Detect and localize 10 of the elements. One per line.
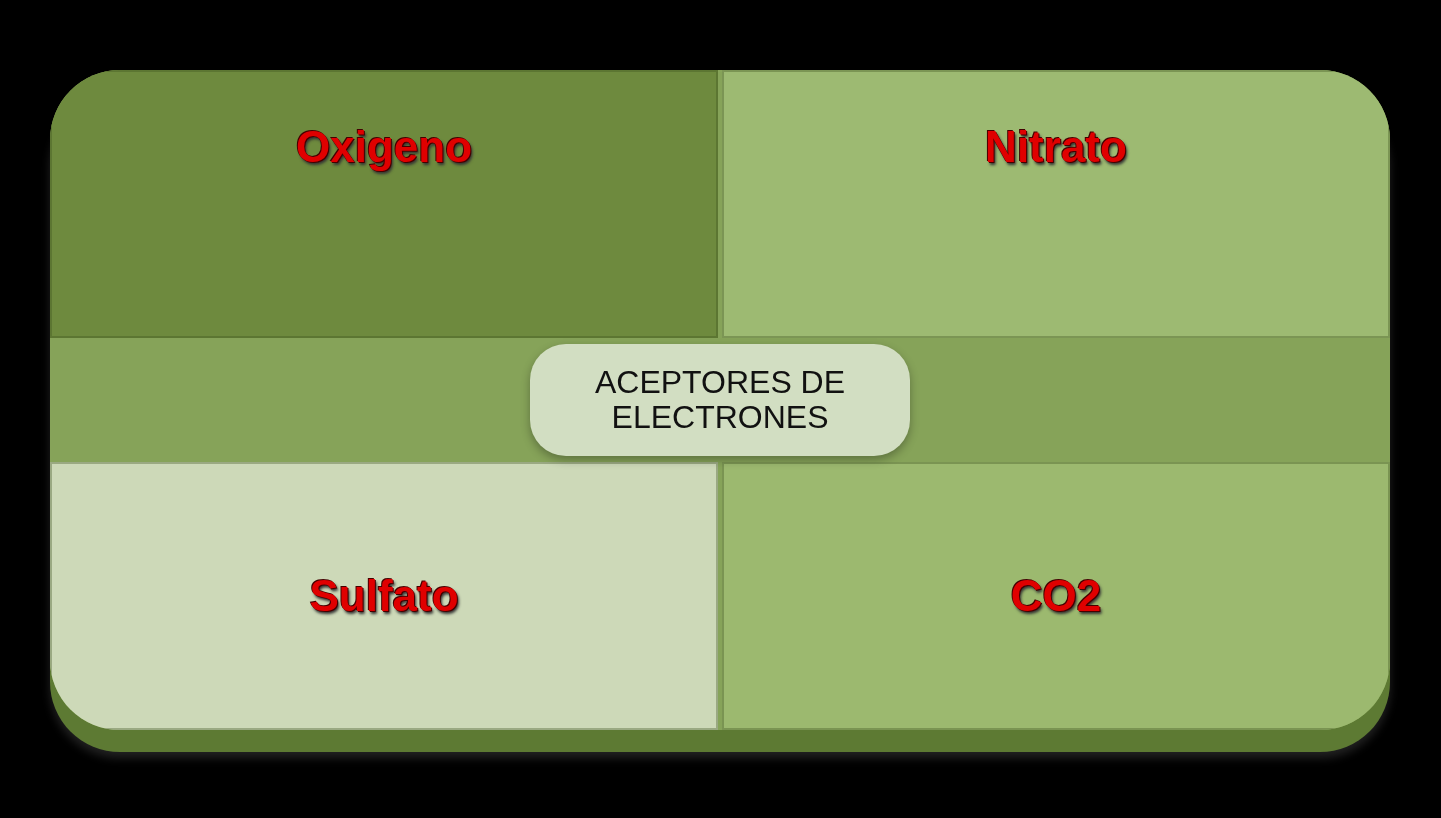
quadrant-label: CO2 [1010, 571, 1102, 621]
quadrant-panel [722, 70, 1390, 338]
quadrant-label: Nitrato [985, 122, 1127, 172]
quadrant-label: Oxigeno [296, 122, 472, 172]
quadrant-panel [50, 70, 718, 338]
quadrant-label: Sulfato [309, 571, 459, 621]
center-box [530, 344, 910, 456]
quadrant-panel [50, 462, 718, 730]
quadrant-panel [722, 462, 1390, 730]
center-title: ACEPTORES DE ELECTRONES [593, 364, 847, 436]
